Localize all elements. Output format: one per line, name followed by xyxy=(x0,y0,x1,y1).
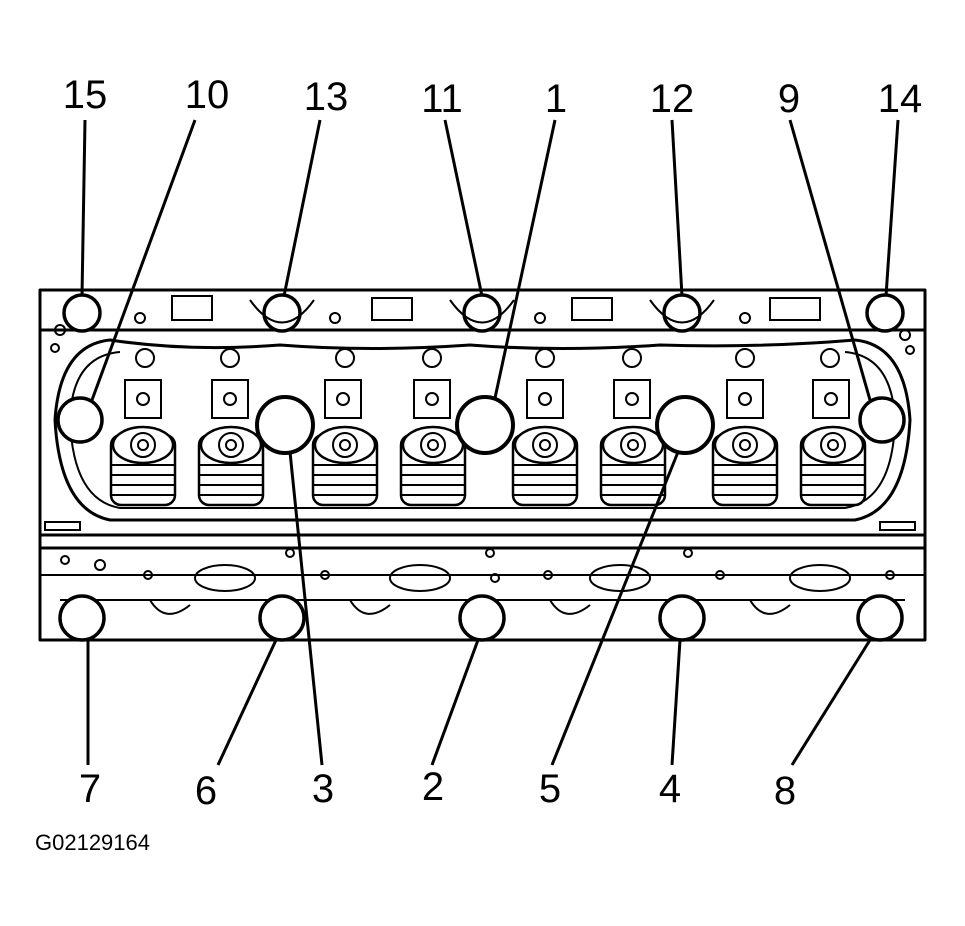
bolt-11 xyxy=(462,293,502,333)
valve-spring xyxy=(599,425,667,507)
bolt-13 xyxy=(262,293,302,333)
bolt-3 xyxy=(255,395,315,455)
callout-7: 7 xyxy=(79,767,101,811)
top-callouts: 15 10 13 11 1 12 9 14 xyxy=(63,73,923,121)
bolt-5 xyxy=(655,395,715,455)
head-bolts xyxy=(56,293,906,642)
figure-code: G02129164 xyxy=(35,830,150,855)
valve-spring xyxy=(109,425,177,507)
bolt-1 xyxy=(455,395,515,455)
valve-spring xyxy=(511,425,579,507)
bolt-6 xyxy=(258,594,306,642)
bolt-8 xyxy=(856,594,904,642)
valve-spring xyxy=(311,425,379,507)
bolt-15 xyxy=(62,293,102,333)
valve-spring xyxy=(711,425,779,507)
bolt-7 xyxy=(58,594,106,642)
callout-3: 3 xyxy=(312,767,334,811)
pushrod-guides xyxy=(124,379,850,419)
callout-8: 8 xyxy=(774,769,796,813)
valve-springs xyxy=(109,425,867,507)
callout-13: 13 xyxy=(304,75,349,119)
callout-6: 6 xyxy=(195,769,217,813)
leader-lines xyxy=(80,119,900,766)
callout-9: 9 xyxy=(778,77,800,121)
bolt-9 xyxy=(858,396,906,444)
pedestal-holes xyxy=(135,348,840,368)
callout-15: 15 xyxy=(63,73,108,117)
callout-10: 10 xyxy=(185,73,230,117)
valve-spring xyxy=(399,425,467,507)
valve-spring xyxy=(799,425,867,507)
cylinder-head xyxy=(38,288,927,642)
callout-1: 1 xyxy=(545,77,567,121)
valve-spring xyxy=(197,425,265,507)
callout-12: 12 xyxy=(650,77,695,121)
callout-4: 4 xyxy=(659,767,681,811)
callout-2: 2 xyxy=(422,765,444,809)
bottom-callouts: 7 6 3 2 5 4 8 xyxy=(79,765,796,813)
bolt-10 xyxy=(56,396,104,444)
bolt-12 xyxy=(662,293,702,333)
bolt-4 xyxy=(658,594,706,642)
bolt-2 xyxy=(458,594,506,642)
callout-5: 5 xyxy=(539,767,561,811)
callout-11: 11 xyxy=(421,77,463,121)
callout-14: 14 xyxy=(878,77,923,121)
bolt-14 xyxy=(865,293,905,333)
